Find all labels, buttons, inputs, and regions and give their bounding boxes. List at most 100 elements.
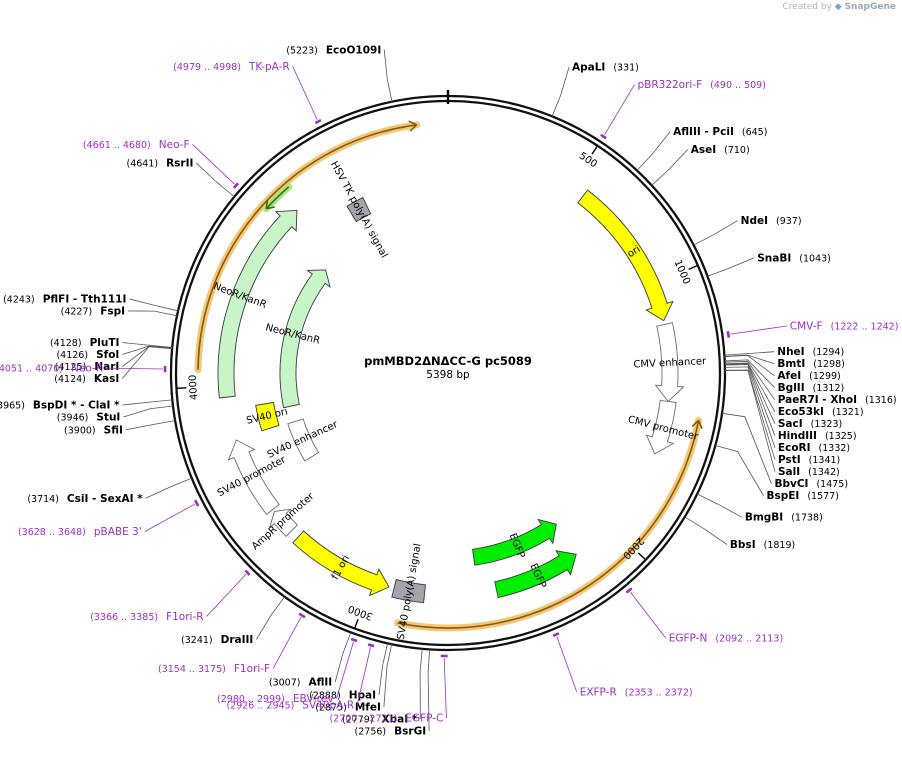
site-label-afliii-pcii[interactable]: AflIII - PciI(645) (673, 126, 767, 138)
site-name: DraIII (221, 634, 254, 646)
primer-label-pbr322ori-f[interactable]: pBR322ori-F(490 .. 509) (637, 79, 765, 91)
site-label-bspdi-clai[interactable]: (3965)BspDI * - ClaI * (0, 400, 120, 412)
site-name: PaeR7I - XhoI (778, 394, 857, 406)
primer-mark-sv40pa-r (368, 644, 374, 646)
primer-label-pbabe-3[interactable]: (3628 .. 3648)pBABE 3' (18, 526, 142, 538)
primer-label-egfp-c[interactable]: (2700 .. 2721) EGFP-C (329, 712, 443, 724)
site-position: (1316) (865, 395, 897, 406)
site-position: (4243) (3, 294, 35, 305)
site-leader-sfii (126, 421, 175, 430)
site-label-sfii[interactable]: (3900) SfiI (64, 424, 123, 436)
tick-mark-3000 (355, 619, 358, 628)
primer-range: (2353 .. 2372) (625, 687, 693, 698)
site-label-ndei[interactable]: NdeI(937) (741, 215, 802, 227)
tick-label-3000: 3000 (347, 603, 375, 622)
primer-label-egfp-n[interactable]: EGFP-N(2092 .. 2113) (669, 633, 783, 645)
site-label-ecori[interactable]: EcoRI(1332) (778, 442, 850, 454)
site-label-bbsi[interactable]: BbsI(1819) (730, 539, 795, 551)
site-label-pflfi-tth111i[interactable]: (4243) PflFI - Tth111I (3, 293, 126, 305)
primer-leader-egfp-n (630, 592, 665, 638)
site-label-kasi[interactable]: (4124)KasI (54, 373, 119, 385)
site-name: SfiI (104, 424, 123, 436)
site-label-csii-sexai[interactable]: (3714)CsiI - SexAI * (27, 493, 143, 505)
feature-ori-0[interactable] (578, 190, 673, 320)
primer-mark-tk-pa-r (315, 120, 321, 123)
site-label-saci[interactable]: SacI(1323) (778, 418, 842, 430)
credit-brand: SnapGene (845, 2, 896, 12)
site-label-apali[interactable]: ApaLI(331) (572, 62, 639, 74)
site-leader-stui (123, 406, 173, 417)
site-label-hindiii[interactable]: HindIII(1325) (778, 430, 857, 442)
site-name: AfeI (777, 370, 801, 382)
primer-leader-f1ori-r (207, 574, 247, 616)
primer-range: (4051 .. 4070) (0, 364, 63, 375)
site-label-eco53ki[interactable]: Eco53kI(1321) (778, 406, 864, 418)
site-name: NheI (777, 346, 804, 358)
primer-label-neo-r[interactable]: (4051 .. 4070) Neo-R (0, 363, 103, 375)
site-name: PflFI - Tth111I (43, 293, 127, 305)
site-name: SfoI (96, 349, 119, 361)
site-label-sali[interactable]: SalI(1342) (778, 466, 840, 478)
site-position: (1325) (825, 431, 857, 442)
primer-label-sv40pa-r[interactable]: (2926 .. 2945)SV40pA-R (226, 700, 354, 712)
site-position: (4641) (126, 159, 158, 170)
primer-leader-exfp-r (557, 636, 577, 691)
snapgene-credit: Created by ◆ SnapGene (782, 2, 896, 12)
site-label-psti[interactable]: PstI(1341) (778, 454, 840, 466)
primer-label-f1ori-f[interactable]: (3154 .. 3175)F1ori-F (158, 663, 270, 675)
site-label-bbvci[interactable]: BbvCI(1475) (774, 478, 848, 490)
site-name: PluTI (90, 337, 120, 349)
site-label-snabi[interactable]: SnaBI(1043) (757, 252, 831, 264)
site-label-fspi[interactable]: (4227)FspI (61, 305, 125, 317)
site-leader-csii-sexai (146, 478, 192, 498)
site-leader-rsrii (196, 163, 234, 197)
primer-label-tk-pa-r[interactable]: (4979 .. 4998)TK-pA-R (173, 61, 290, 73)
site-label-pluti[interactable]: (4128) PluTI (50, 337, 119, 349)
primer-label-f1ori-r[interactable]: (3366 .. 3385)F1ori-R (90, 611, 203, 623)
primer-label-exfp-r[interactable]: EXFP-R (2353 .. 2372) (580, 686, 693, 698)
site-label-draiii[interactable]: (3241)DraIII (181, 634, 253, 646)
site-name: ApaLI (572, 62, 605, 74)
site-label-ecoo109i[interactable]: (5223)EcoO109I (286, 44, 381, 56)
primer-range: (2700 .. 2721) (329, 713, 397, 724)
site-position: (4124) (54, 374, 86, 385)
primer-name: EXFP-R (580, 686, 617, 698)
primer-mark-f1ori-f (299, 614, 305, 618)
site-label-paer7i-xhoi[interactable]: PaeR7I - XhoI (1316) (778, 394, 897, 406)
site-name: SalI (778, 466, 800, 478)
primer-name: F1ori-F (234, 663, 270, 675)
site-leader-bspdi-clai (123, 400, 173, 405)
primer-leader-pbr322ori-f (605, 85, 635, 135)
site-label-stui[interactable]: (3946)StuI (57, 412, 121, 424)
primer-range: (2092 .. 2113) (715, 634, 783, 645)
site-label-bmgbi[interactable]: BmgBI(1738) (745, 512, 823, 524)
primer-name: Neo-R (71, 363, 103, 375)
site-position: (3900) (64, 425, 96, 436)
site-position: (937) (776, 216, 802, 227)
credit-prefix: Created by (782, 2, 832, 12)
site-leader-bmgbi (697, 494, 742, 517)
primer-label-cmv-f[interactable]: CMV-F(1222 .. 1242) (790, 320, 899, 332)
site-position: (4128) (50, 338, 82, 349)
tick-label-500: 500 (577, 151, 599, 171)
site-label-bglii[interactable]: BglII(1312) (778, 382, 845, 394)
plasmid-length: 5398 bp (426, 369, 470, 381)
site-name: BbvCI (774, 478, 808, 490)
site-name: BmgBI (745, 512, 783, 524)
primer-range: (1222 .. 1242) (831, 321, 899, 332)
site-leader-nhei (724, 352, 774, 355)
site-position: (4126) (56, 350, 88, 361)
site-label-sfoi[interactable]: (4126) SfoI (56, 349, 119, 361)
site-label-bspei[interactable]: BspEI(1577) (766, 490, 838, 502)
site-position: (5223) (286, 45, 318, 56)
site-label-nhei[interactable]: NheI(1294) (777, 346, 844, 358)
site-label-afei[interactable]: AfeI(1299) (777, 370, 840, 382)
site-label-bmti[interactable]: BmtI(1298) (777, 358, 844, 370)
primer-label-neo-f[interactable]: (4661 .. 4680)Neo-F (83, 139, 190, 151)
site-label-bsrgi[interactable]: (2756)BsrGI (355, 726, 427, 738)
site-label-rsrii[interactable]: (4641)RsrII (126, 158, 193, 170)
site-label-aflii[interactable]: (3007)AflII (269, 677, 332, 689)
site-label-asei[interactable]: AseI(710) (691, 144, 750, 156)
primer-name: EGFP-C (405, 712, 443, 724)
